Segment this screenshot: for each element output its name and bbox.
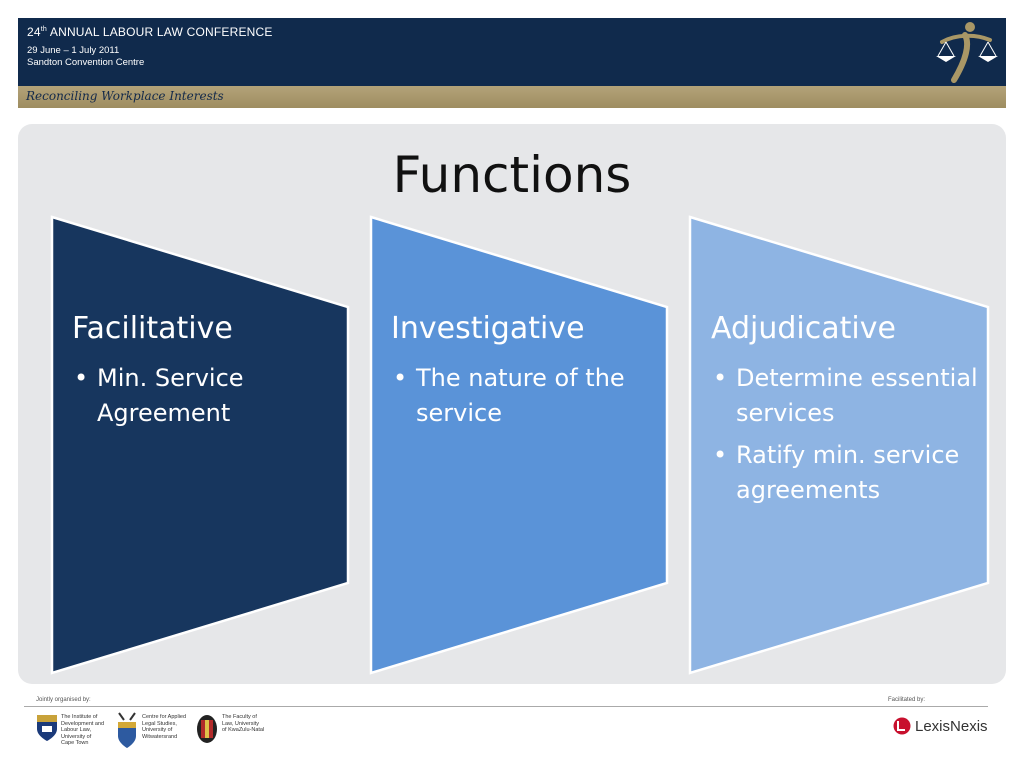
bullet-item: Min. Service Agreement: [72, 361, 342, 431]
facilitated-by-label: Facilitated by:: [888, 697, 926, 703]
investigative-column: Investigative The nature of the service: [391, 311, 663, 438]
column-heading: Adjudicative: [711, 311, 896, 346]
lexisnexis-logo-icon: [893, 717, 911, 735]
bullet-item: The nature of the service: [391, 361, 663, 431]
conference-title: 24th ANNUAL LABOUR LAW CONFERENCE: [27, 25, 273, 39]
sponsor-name: LexisNexis: [915, 717, 988, 735]
organised-by-label: Jointly organised by:: [36, 697, 91, 703]
bullet-item: Ratify min. service agreements: [711, 438, 985, 508]
conference-date: 29 June – 1 July 2011: [27, 45, 120, 56]
bullet-item: Determine essential services: [711, 361, 985, 431]
conference-dates: 29 June – 1 July 2011 Sandton Convention…: [27, 45, 144, 69]
conference-header: 24th ANNUAL LABOUR LAW CONFERENCE 29 Jun…: [18, 18, 1006, 86]
facilitative-shape: [50, 215, 350, 675]
uct-crest-icon: [37, 715, 57, 741]
scales-of-justice-icon: [936, 22, 998, 83]
footer-divider: [24, 706, 988, 707]
wits-crest-icon: [118, 712, 136, 748]
facilitative-column: Facilitative Min. Service Agreement: [72, 311, 342, 438]
slide-title: Functions: [392, 146, 632, 204]
conference-tagline: Reconciling Workplace Interests: [26, 89, 224, 103]
adjudicative-column: Adjudicative Determine essential service…: [711, 311, 985, 515]
column-heading: Facilitative: [72, 311, 233, 346]
tagline-bar: Reconciling Workplace Interests: [18, 86, 1006, 108]
investigative-shape: [369, 215, 669, 675]
lexisnexis-logo: LexisNexis: [893, 717, 988, 735]
ukzn-crest-icon: [197, 715, 217, 743]
column-heading: Investigative: [391, 311, 585, 346]
conference-venue: Sandton Convention Centre: [27, 57, 145, 68]
